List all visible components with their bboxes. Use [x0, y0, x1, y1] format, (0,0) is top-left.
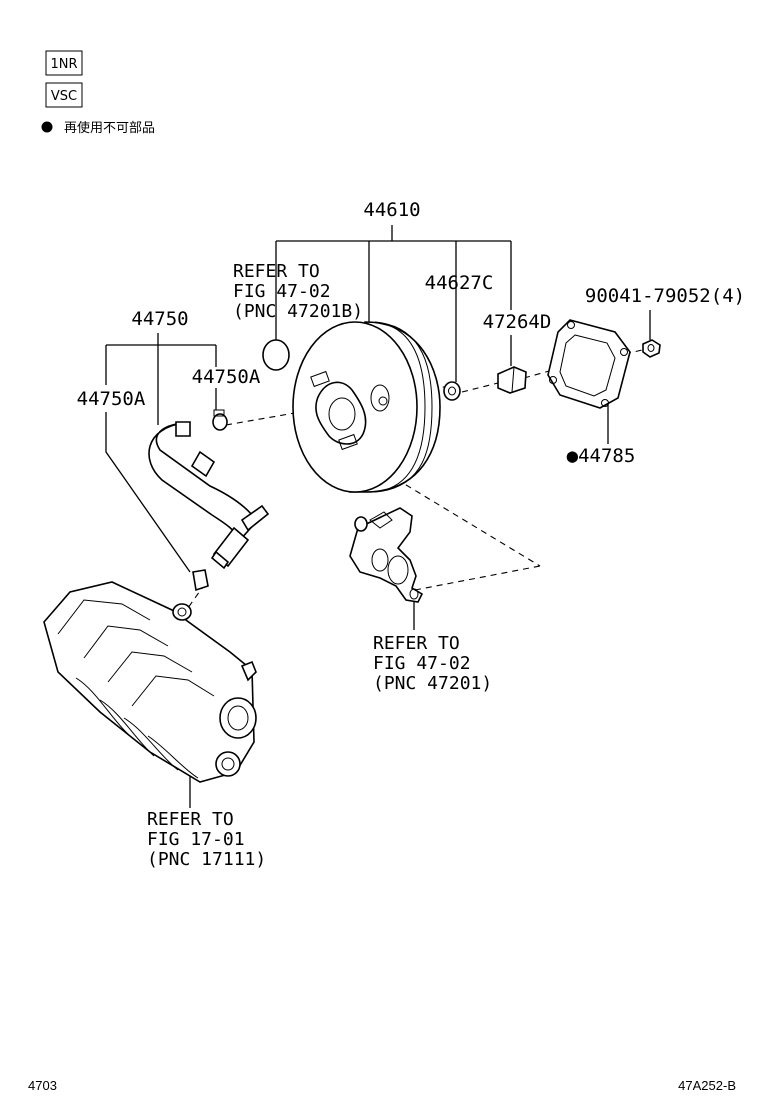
brake-booster [292, 321, 441, 493]
ref3-line1: REFER TO [147, 809, 234, 830]
non-reusable-note: 再使用不可部品 [41, 120, 155, 136]
ref3-line3: (PNC 17111) [147, 849, 266, 870]
vacuum-hose-44750 [148, 421, 270, 592]
ref2-line3: (PNC 47201) [373, 673, 492, 694]
applicability-box-1nr: 1NR [45, 50, 83, 76]
footer-page-code: 4703 [28, 1078, 57, 1093]
ref1-line3: (PNC 47201B) [233, 301, 363, 322]
applicability-1nr-text: 1NR [50, 57, 77, 72]
label-90041-79052: 90041-79052(4) [585, 285, 745, 307]
bullet-icon [41, 121, 53, 133]
hose-clip-44750a [212, 409, 228, 431]
bracket-47264d [497, 366, 527, 394]
non-reusable-note-text: 再使用不可部品 [64, 120, 155, 136]
ref2-line2: FIG 47-02 [373, 653, 471, 674]
intake-manifold [43, 581, 257, 783]
label-44785: ●44785 [567, 445, 636, 467]
ref1-line2: FIG 47-02 [233, 281, 331, 302]
ref3-line2: FIG 17-01 [147, 829, 245, 850]
nut-90041 [642, 339, 661, 358]
refer-to-fig-17-01-manifold: REFER TO FIG 17-01 (PNC 17111) [147, 809, 266, 870]
master-cylinder [349, 507, 424, 603]
label-44627c: 44627C [425, 272, 494, 294]
footer-illustration-code: 47A252-B [678, 1078, 736, 1093]
applicability-vsc-text: VSC [51, 89, 77, 104]
label-44750: 44750 [131, 308, 188, 330]
nut-44627c [443, 381, 461, 401]
applicability-box-vsc: VSC [45, 82, 83, 108]
label-44750a-clip: 44750A [192, 366, 261, 388]
o-ring-gasket [262, 339, 290, 371]
label-47264d: 47264D [483, 311, 552, 333]
refer-to-fig-47-02-gasket: REFER TO FIG 47-02 (PNC 47201B) [233, 261, 363, 322]
label-44610: 44610 [363, 199, 420, 221]
gasket-plate-44785 [547, 319, 631, 409]
label-44750a-hose: 44750A [77, 388, 146, 410]
ref2-line1: REFER TO [373, 633, 460, 654]
refer-to-fig-47-02-master-cylinder: REFER TO FIG 47-02 (PNC 47201) [373, 633, 492, 694]
leader-lines [105, 225, 651, 808]
